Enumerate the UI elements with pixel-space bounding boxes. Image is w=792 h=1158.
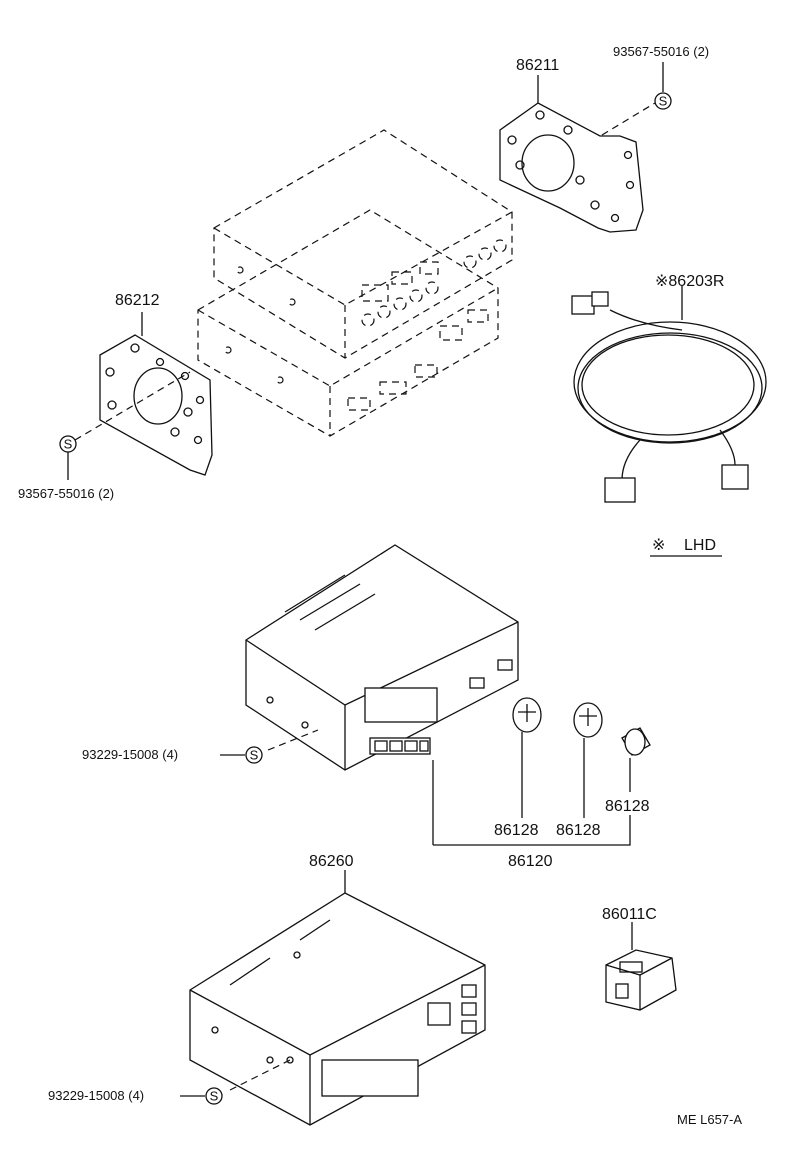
lhd-mark-symbol: ※ [655, 273, 668, 290]
knob-1 [512, 697, 542, 818]
label-86211: 86211 [516, 57, 559, 74]
radio-receiver [245, 544, 519, 845]
label-86203R: ※86203R [655, 273, 724, 290]
screw-symbol-mid: S [220, 746, 263, 764]
label-86203R-text: 86203R [668, 273, 724, 290]
bracket-86211 [499, 75, 656, 233]
wire-harness-86203R [571, 285, 767, 503]
label-screw-top: 93567-55016 (2) [613, 44, 709, 59]
screw-symbol-bottom: S [180, 1087, 223, 1105]
label-86260: 86260 [309, 853, 354, 870]
label-86011C: 86011C [602, 906, 657, 923]
svg-text:S: S [210, 1089, 219, 1104]
knob-3 [621, 727, 651, 792]
label-knob-2: 86128 [556, 822, 601, 839]
label-screw-mid: 93229-15008 (4) [82, 747, 178, 762]
screw-symbol-text: S [659, 94, 668, 109]
label-knob-1: 86128 [494, 822, 539, 839]
lhd-note: ※ LHD [650, 537, 722, 557]
lhd-note-mark: ※ [652, 537, 665, 554]
screw-symbol-left: S [59, 435, 77, 480]
radio-stack-dashed [197, 129, 513, 437]
knob-set-bracket-line [433, 815, 631, 846]
label-86212: 86212 [115, 292, 160, 309]
connector-86011C [605, 922, 677, 1011]
svg-text:S: S [250, 748, 259, 763]
radio-86260 [189, 870, 486, 1126]
lhd-note-text: LHD [684, 537, 716, 554]
label-86120: 86120 [508, 853, 553, 870]
diagram-code: ME L657-A [677, 1112, 742, 1127]
screw-symbol-top: S [654, 62, 672, 110]
svg-text:S: S [64, 437, 73, 452]
label-knob-3: 86128 [605, 798, 650, 815]
label-screw-left: 93567-55016 (2) [18, 486, 114, 501]
label-screw-bottom: 93229-15008 (4) [48, 1088, 144, 1103]
bracket-86212 [74, 312, 213, 476]
knob-2 [573, 702, 603, 818]
